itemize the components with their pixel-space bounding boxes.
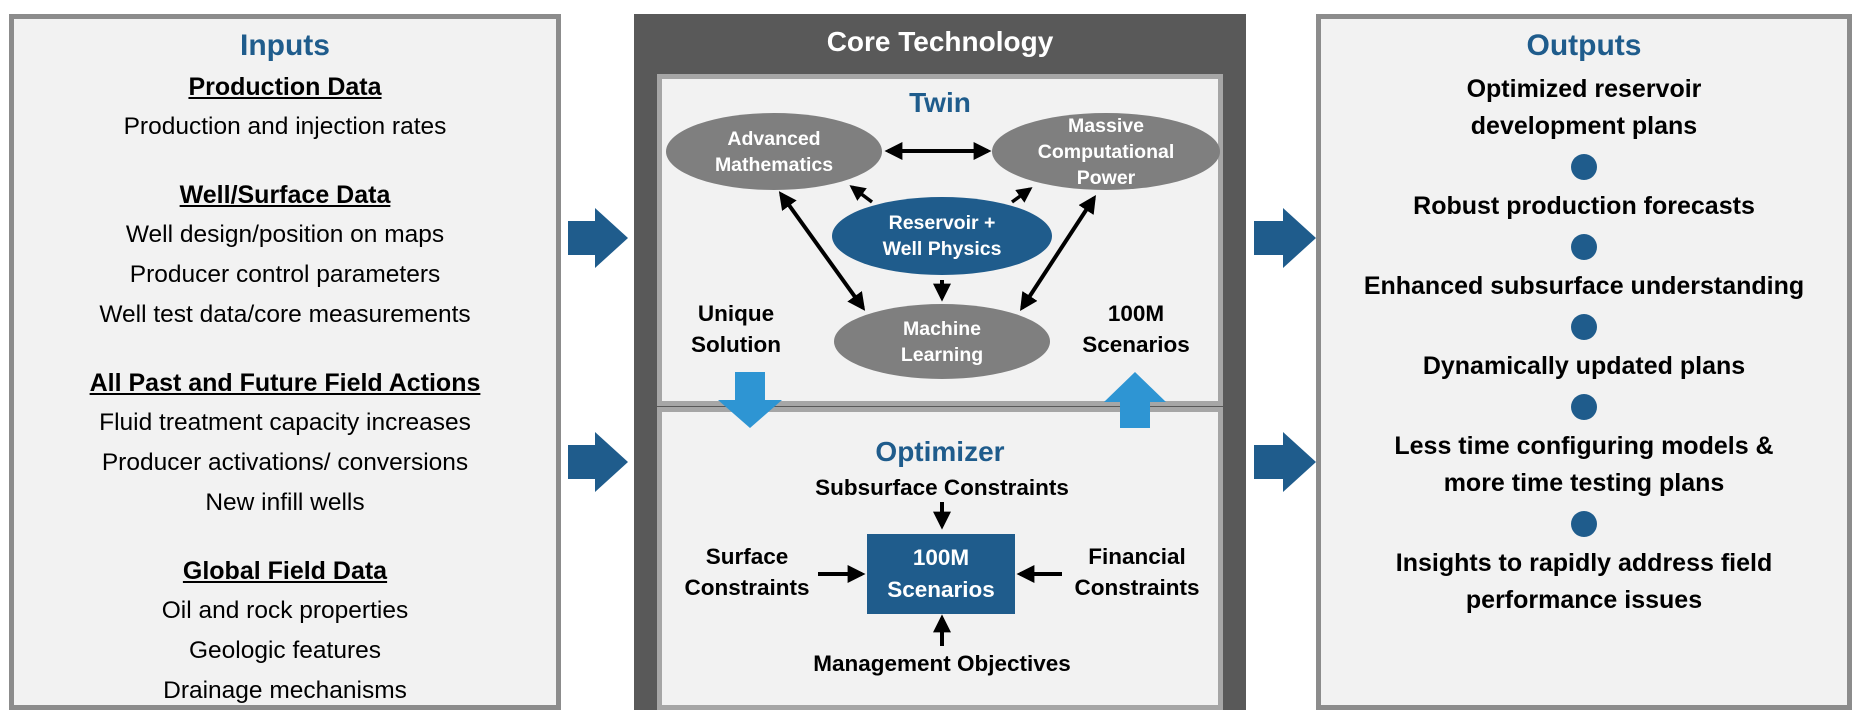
output-item: Enhanced subsurface understanding xyxy=(1321,268,1847,305)
twin-title: Twin xyxy=(909,87,971,118)
bullet-dot-icon xyxy=(1571,511,1597,537)
bullet-dot-icon xyxy=(1571,234,1597,260)
output-line: Dynamically updated plans xyxy=(1422,352,1746,380)
input-item: Drainage mechanisms xyxy=(163,677,407,704)
node-label: Machine xyxy=(902,317,982,340)
label-line: Constraints xyxy=(1074,575,1200,600)
node-label: Mathematics xyxy=(714,153,834,176)
output-line: Robust production forecasts xyxy=(1413,192,1755,220)
management-objectives-label: Management Objectives xyxy=(813,651,1071,676)
input-item: Well design/position on maps xyxy=(125,221,445,248)
input-heading: Production Data xyxy=(188,73,382,101)
bullet-dot-icon xyxy=(1571,394,1597,420)
input-arrow-top-icon xyxy=(568,208,628,268)
output-line: more time testing plans xyxy=(1443,469,1725,497)
core-technology-title: Core Technology xyxy=(826,26,1054,57)
input-item: Fluid treatment capacity increases xyxy=(99,409,471,436)
output-line: Enhanced subsurface understanding xyxy=(1363,272,1805,300)
output-line: development plans xyxy=(1470,112,1698,140)
outputs-title: Outputs xyxy=(1526,29,1642,62)
optimizer-scenarios-box: 100M Scenarios xyxy=(867,534,1015,614)
inputs-title: Inputs xyxy=(240,29,330,62)
label-line: Unique xyxy=(697,301,775,326)
output-item: Less time configuring models & more time… xyxy=(1321,428,1847,502)
input-item: Oil and rock properties xyxy=(161,597,409,624)
label-line: Surface xyxy=(705,544,789,569)
output-arrow-top-icon xyxy=(1254,208,1316,268)
input-item: Production and injection rates xyxy=(123,113,447,140)
input-group-global-field: Global Field Data Oil and rock propertie… xyxy=(14,551,556,711)
output-line: Less time configuring models & xyxy=(1394,432,1774,460)
node-label: Advanced xyxy=(727,127,821,150)
box-line: 100M xyxy=(912,545,970,570)
label-line: 100M xyxy=(1107,301,1165,326)
advanced-mathematics-node: Advanced Mathematics xyxy=(666,113,882,190)
label-line: Solution xyxy=(691,332,781,357)
bullet-dot-icon xyxy=(1571,314,1597,340)
label-line: Constraints xyxy=(684,575,810,600)
node-label: Well Physics xyxy=(882,238,1002,260)
input-group-production: Production Data Production and injection… xyxy=(14,67,556,147)
massive-computational-power-node: Massive Computational Power xyxy=(992,113,1220,190)
surface-constraints-label: Surface Constraints xyxy=(672,541,822,603)
unique-solution-down-arrow-icon xyxy=(718,372,782,428)
output-item: Dynamically updated plans xyxy=(1321,348,1847,385)
outputs-list: Optimized reservoir development plans Ro… xyxy=(1321,71,1847,619)
input-heading: Global Field Data xyxy=(182,557,388,585)
optimizer-title: Optimizer xyxy=(875,436,1005,467)
input-group-well-surface: Well/Surface Data Well design/position o… xyxy=(14,175,556,335)
output-arrow-bottom-icon xyxy=(1254,432,1316,492)
input-item: Geologic features xyxy=(188,637,382,664)
output-line: Insights to rapidly address field xyxy=(1395,549,1773,577)
node-label: Reservoir + xyxy=(888,212,996,234)
output-line: performance issues xyxy=(1465,586,1703,614)
label-line: Financial xyxy=(1088,544,1186,569)
power-ml-arrow xyxy=(1020,194,1096,312)
output-item: Robust production forecasts xyxy=(1321,188,1847,225)
input-arrow-bottom-icon xyxy=(568,432,628,492)
inputs-panel: Inputs Production Data Production and in… xyxy=(9,14,561,710)
output-line: Optimized reservoir xyxy=(1466,75,1702,103)
math-ml-arrow xyxy=(778,191,866,311)
input-item: Producer activations/ conversions xyxy=(101,449,469,476)
box-line: Scenarios xyxy=(887,577,995,602)
machine-learning-node: Machine Learning xyxy=(834,304,1050,379)
unique-solution-label: Unique Solution xyxy=(674,298,798,360)
input-heading: Well/Surface Data xyxy=(179,181,391,209)
output-item: Optimized reservoir development plans xyxy=(1321,71,1847,145)
output-item: Insights to rapidly address field perfor… xyxy=(1321,545,1847,619)
financial-constraints-label: Financial Constraints xyxy=(1062,541,1212,603)
bullet-dot-icon xyxy=(1571,154,1597,180)
input-heading: All Past and Future Field Actions xyxy=(89,369,481,397)
node-label: Power xyxy=(1076,166,1136,189)
physics-power-arrow xyxy=(1010,187,1033,204)
input-item: New infill wells xyxy=(205,489,365,516)
scenarios-up-arrow-icon xyxy=(1104,372,1166,428)
twin-scenarios-label: 100M Scenarios xyxy=(1082,298,1190,360)
outputs-panel: Outputs Optimized reservoir development … xyxy=(1316,14,1852,710)
node-label: Massive xyxy=(1068,114,1144,137)
input-item: Producer control parameters xyxy=(129,261,441,288)
input-group-field-actions: All Past and Future Field Actions Fluid … xyxy=(14,363,556,523)
input-item: Well test data/core measurements xyxy=(99,301,471,328)
node-label: Learning xyxy=(900,343,984,366)
node-label: Computational xyxy=(1037,140,1175,163)
reservoir-well-physics-node: Reservoir + Well Physics xyxy=(832,197,1052,275)
subsurface-constraints-label: Subsurface Constraints xyxy=(815,475,1069,500)
physics-math-arrow xyxy=(849,185,874,204)
label-line: Scenarios xyxy=(1082,332,1190,357)
inputs-list: Production Data Production and injection… xyxy=(14,67,556,711)
